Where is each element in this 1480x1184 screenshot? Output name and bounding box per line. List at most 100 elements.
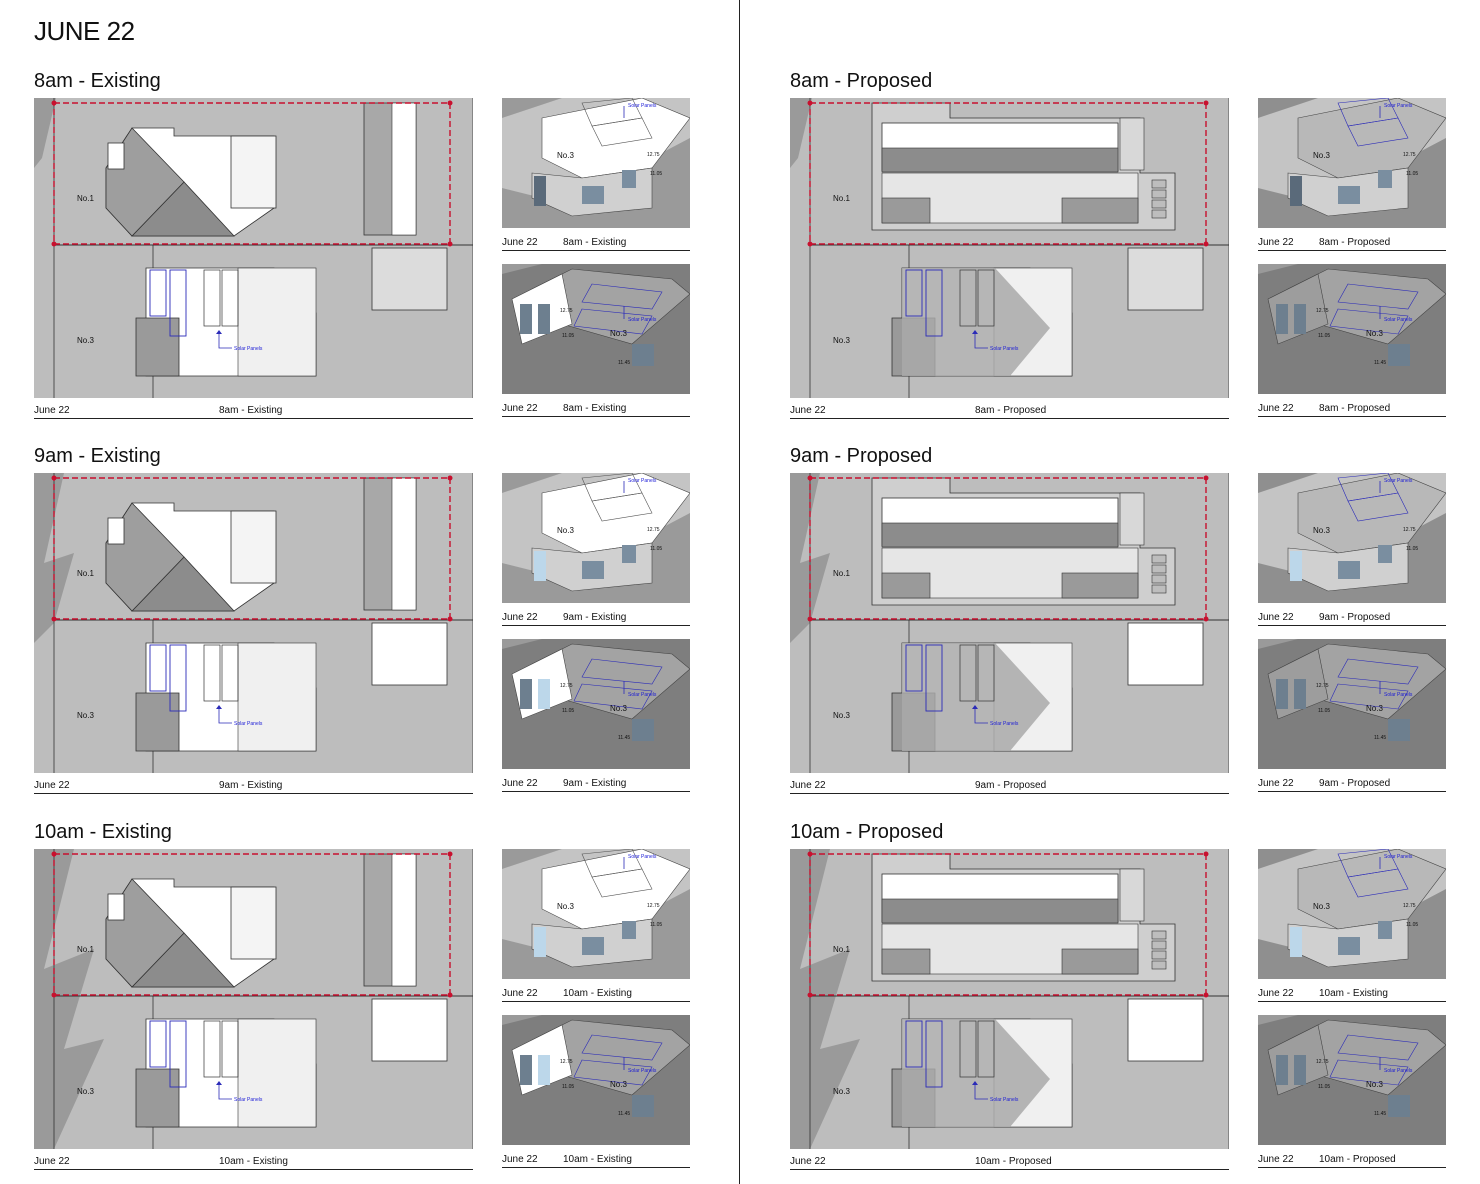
plan-caption-title: 10am - Proposed: [975, 1156, 1052, 1167]
solar-panel-outline: [1329, 683, 1409, 710]
view-caption-title: 10am - Existing: [563, 1154, 632, 1165]
height-11-45: 11.45: [1374, 1111, 1386, 1117]
garage-roof-light: [391, 853, 417, 987]
height-11-05: 11.05: [650, 922, 662, 928]
height-12-75: 12.75: [647, 527, 660, 533]
height-11-05: 11.05: [1318, 1084, 1330, 1090]
no3-label: No.3: [557, 151, 574, 160]
window: [538, 1055, 550, 1085]
site-boundary: [809, 102, 1207, 245]
no1-label: No.1: [77, 945, 94, 954]
ac-unit: [1151, 554, 1167, 564]
no3-label: No.3: [1366, 704, 1383, 713]
roof-panel-outline: [977, 269, 995, 327]
height-11-05: 11.05: [650, 171, 662, 177]
solar-leader-line: [218, 709, 232, 724]
ac-unit: [1151, 950, 1167, 960]
boundary-marker: [447, 992, 453, 998]
solar-panel-outline: [1329, 308, 1409, 335]
section-heading: 9am - Existing: [34, 445, 161, 467]
solar-panel-outline: [573, 308, 653, 335]
window: [1290, 176, 1302, 206]
roof-panel-outline: [221, 269, 239, 327]
solar-arrow-icon: [216, 705, 222, 709]
window: [622, 545, 636, 563]
boundary-marker: [1203, 100, 1209, 106]
view-caption-title: 8am - Proposed: [1319, 403, 1391, 414]
height-12-75: 12.75: [560, 308, 573, 314]
solar-panels-label: Solar Panels: [628, 478, 657, 484]
view-caption-date: June 22: [502, 403, 538, 414]
roof-panel-outline: [203, 644, 221, 702]
plan-caption-date: June 22: [790, 1156, 826, 1167]
section-heading: 8am - Proposed: [790, 70, 933, 92]
boundary-marker: [51, 992, 57, 998]
boundary-marker: [807, 100, 813, 106]
view-caption-title: 8am - Existing: [563, 237, 627, 248]
window: [1294, 679, 1306, 709]
window: [534, 176, 546, 206]
solar-panels-label: Solar Panels: [628, 317, 657, 323]
height-11-05: 11.05: [1318, 333, 1330, 339]
window: [1290, 551, 1302, 581]
house-no1-proposed: [871, 102, 1176, 231]
page-title: JUNE 22: [34, 16, 135, 46]
view-caption-date: June 22: [502, 988, 538, 999]
roof-panel-outline: [203, 269, 221, 327]
window: [622, 170, 636, 188]
house-no3: [135, 267, 317, 377]
height-11-05: 11.05: [1406, 171, 1418, 177]
window: [1294, 304, 1306, 334]
solar-panels-label: Solar Panels: [628, 103, 657, 109]
height-11-45: 11.45: [1374, 360, 1386, 366]
roof-panel-outline: [959, 1020, 977, 1078]
ac-unit: [1151, 584, 1167, 594]
roof-panel-outline: [959, 269, 977, 327]
house-no1-existing: [105, 127, 277, 237]
view-caption-date: June 22: [502, 778, 538, 789]
solar-panels-label: Solar Panels: [1384, 1068, 1413, 1074]
window: [1290, 927, 1302, 957]
boundary-marker: [1203, 475, 1209, 481]
window: [1294, 1055, 1306, 1085]
solar-arrow-icon: [216, 330, 222, 334]
roof-panel-outline: [203, 1020, 221, 1078]
solar-arrow-icon: [972, 705, 978, 709]
solar-arrow-icon: [972, 1081, 978, 1085]
neighbour-block: [371, 247, 448, 311]
solar-panel-outline: [581, 1034, 663, 1061]
solar-panel-outline: [925, 644, 943, 712]
plan-caption-title: 9am - Existing: [219, 780, 283, 791]
window: [1378, 921, 1392, 939]
ac-unit: [1151, 189, 1167, 199]
boundary-marker: [447, 475, 453, 481]
view-caption-title: 10am - Proposed: [1319, 1154, 1396, 1165]
solar-panels-label: Solar Panels: [628, 854, 657, 860]
window: [632, 719, 654, 741]
boundary-marker: [1203, 241, 1209, 247]
boundary-marker: [1203, 992, 1209, 998]
window: [1378, 545, 1392, 563]
solar-panels-label: Solar Panels: [1384, 103, 1413, 109]
window: [632, 344, 654, 366]
neighbour-block: [371, 998, 448, 1062]
window: [1276, 1055, 1288, 1085]
window: [582, 937, 604, 955]
window: [1388, 344, 1410, 366]
no3-label: No.3: [833, 711, 850, 720]
